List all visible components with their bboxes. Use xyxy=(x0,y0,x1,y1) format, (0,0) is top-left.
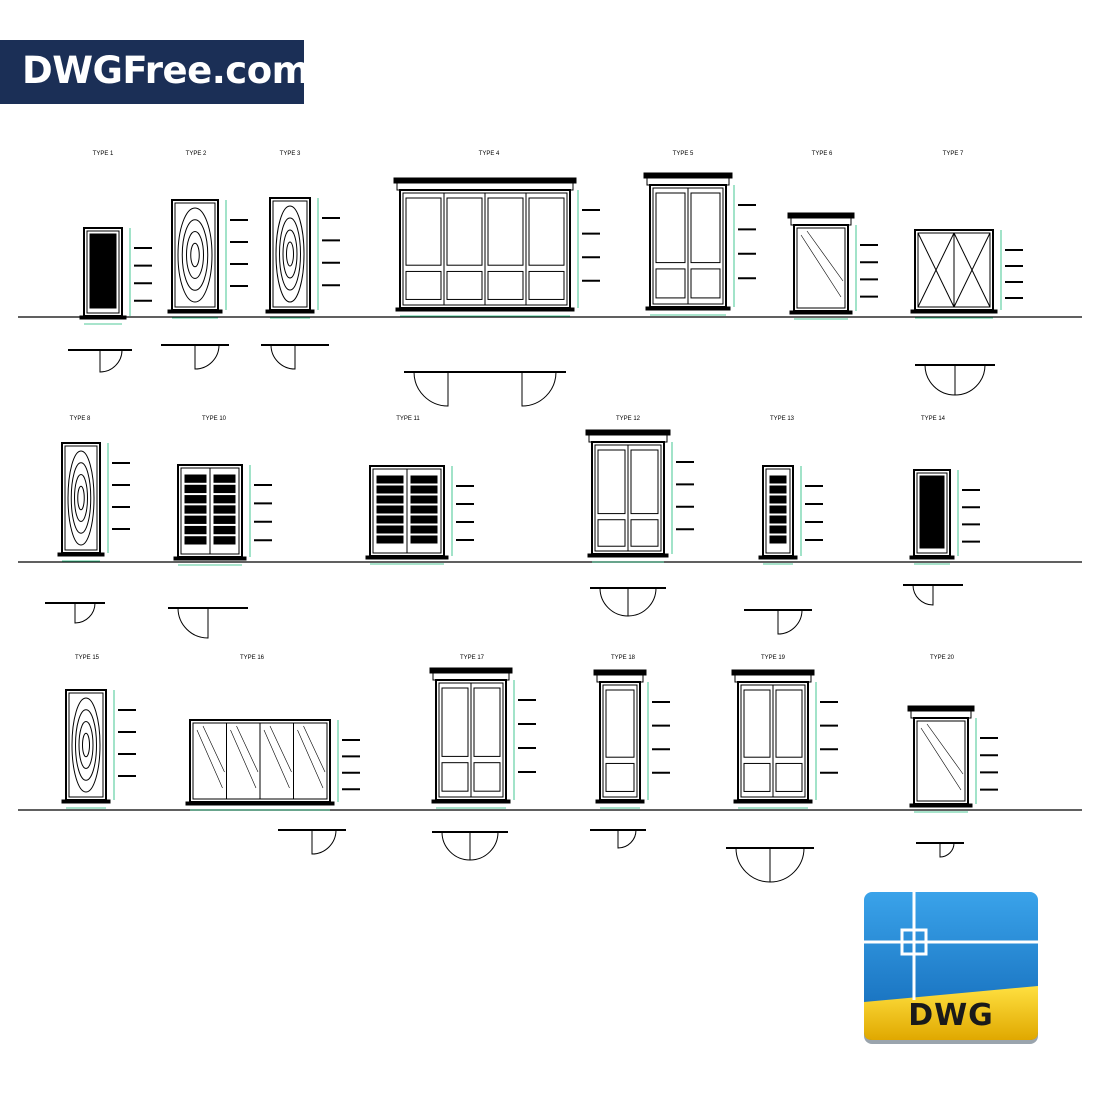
type-label: TYPE 18 xyxy=(611,655,636,661)
type-label: TYPE 11 xyxy=(396,416,420,422)
type-label: TYPE 15 xyxy=(75,655,100,661)
plan-type-13 xyxy=(744,609,812,635)
site-banner: DWGFree.com xyxy=(0,40,310,104)
type-label: TYPE 1 xyxy=(93,151,114,157)
plan-type-8 xyxy=(45,602,105,624)
type-label: TYPE 4 xyxy=(479,151,500,157)
type-label: TYPE 8 xyxy=(70,416,91,422)
type-label: TYPE 5 xyxy=(673,151,694,157)
type-label: TYPE 3 xyxy=(280,151,301,157)
plan-type-1 xyxy=(68,349,132,373)
door-type-12 xyxy=(585,429,694,563)
type-label: TYPE 13 xyxy=(770,416,795,422)
plan-type-4 xyxy=(404,371,492,407)
type-label: TYPE 6 xyxy=(812,151,833,157)
plan-type-3 xyxy=(261,344,329,370)
type-label: TYPE 7 xyxy=(943,151,964,157)
dwg-file-icon xyxy=(864,892,1038,1044)
door-type-10 xyxy=(173,464,272,566)
plan-type-20 xyxy=(916,842,964,858)
type-label: TYPE 12 xyxy=(616,416,641,422)
plan-type-12 xyxy=(590,587,666,617)
plan-type-4b xyxy=(478,371,566,407)
door-type-3 xyxy=(265,197,340,319)
dwg-badge-label: DWG xyxy=(908,998,994,1033)
door-type-13 xyxy=(758,465,823,565)
site-title: DWGFree.com xyxy=(22,49,310,92)
door-type-8 xyxy=(57,442,130,562)
door-type-4 xyxy=(393,177,600,317)
plan-type-7 xyxy=(915,364,995,396)
door-type-11 xyxy=(365,465,474,565)
door-type-18 xyxy=(593,669,670,809)
door-type-14 xyxy=(909,469,980,565)
door-type-1 xyxy=(79,227,152,325)
type-label: TYPE 17 xyxy=(460,655,485,661)
plan-type-16 xyxy=(278,829,346,855)
door-type-19 xyxy=(731,669,838,809)
plan-type-18 xyxy=(590,829,646,849)
plan-type-17 xyxy=(432,831,508,861)
type-label: TYPE 14 xyxy=(921,416,946,422)
type-label: TYPE 19 xyxy=(761,655,786,661)
door-type-16 xyxy=(185,719,360,811)
type-label: TYPE 2 xyxy=(186,151,207,157)
door-type-2 xyxy=(167,199,248,319)
plan-type-2 xyxy=(161,344,229,370)
door-type-17 xyxy=(429,667,536,809)
door-type-5 xyxy=(643,172,756,316)
plan-type-19 xyxy=(726,847,814,883)
door-type-7 xyxy=(910,229,1023,319)
door-type-20 xyxy=(907,705,998,813)
dwg-badge: DWG xyxy=(862,890,1040,1046)
type-label: TYPE 16 xyxy=(240,655,265,661)
type-label: TYPE 20 xyxy=(930,655,955,661)
type-label: TYPE 10 xyxy=(202,416,227,422)
plan-type-10 xyxy=(168,607,248,639)
door-type-6 xyxy=(787,212,878,320)
plan-type-14 xyxy=(903,584,963,606)
door-type-15 xyxy=(61,689,136,809)
